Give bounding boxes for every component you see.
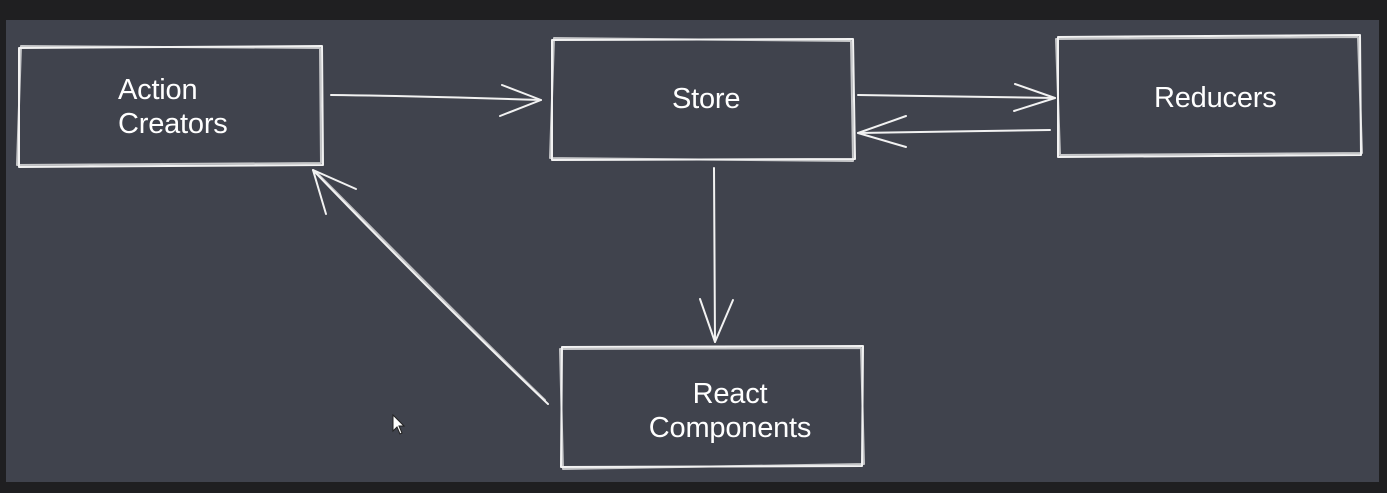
node-box-store[interactable] — [549, 37, 856, 162]
node-label-react-components: React Components — [648, 378, 812, 444]
node-label-store: Store — [672, 83, 741, 115]
edge-store-to-react-components — [699, 167, 734, 343]
node-box-reducers[interactable] — [1055, 34, 1363, 158]
node-box-react-components[interactable] — [559, 345, 865, 470]
node-label-action-creators: Action Creators — [118, 74, 228, 140]
diagram-canvas — [6, 20, 1379, 482]
mouse-pointer-icon — [392, 414, 406, 435]
edge-reducers-to-store — [857, 115, 1051, 148]
edge-react-components-to-action-creators — [312, 169, 549, 405]
node-label-reducers: Reducers — [1154, 82, 1277, 114]
edge-store-to-reducers — [857, 83, 1056, 112]
edge-action-creators-to-store — [330, 84, 542, 117]
node-box-action-creators[interactable] — [16, 45, 324, 168]
